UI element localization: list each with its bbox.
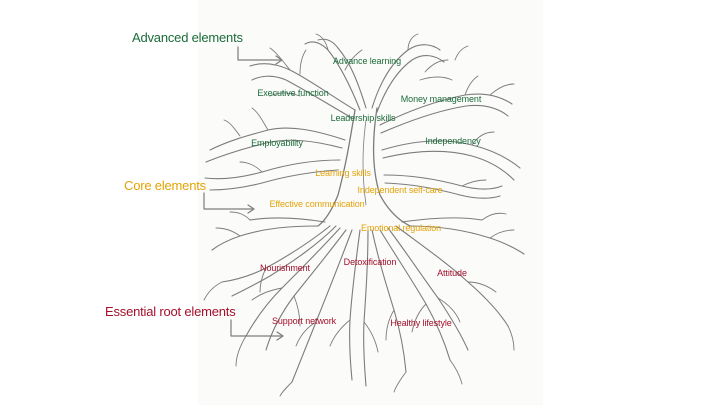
root-rootlets — [203, 211, 515, 397]
label-executive-function: Executive function — [257, 88, 329, 98]
arrow-advanced — [237, 46, 283, 65]
label-support-network: Support network — [271, 316, 337, 326]
crown-twigs — [223, 33, 515, 187]
label-healthy-lifestyle: Healthy lifestyle — [390, 318, 452, 328]
arrow-root — [230, 319, 284, 341]
trunk-outline-right — [372, 107, 411, 227]
category-label-root: Essential root elements — [105, 304, 236, 319]
root-branches — [211, 217, 525, 387]
label-money-management: Money management — [400, 94, 482, 104]
label-learning-skills: Learning skills — [315, 168, 371, 178]
label-emotional-regulation: Emotional regulation — [360, 223, 442, 233]
label-nourishment: Nourishment — [260, 263, 310, 273]
label-attitude: Attitude — [437, 268, 467, 278]
label-employability: Employability — [251, 138, 303, 148]
label-independency: Independency — [425, 136, 481, 146]
category-label-core: Core elements — [124, 178, 206, 193]
trunk-outline-left — [317, 109, 356, 227]
arrow-core — [203, 192, 255, 214]
category-label-advanced: Advanced elements — [132, 30, 243, 45]
diagram-background — [198, 0, 543, 405]
label-independent-self-care: Independent self-care — [357, 185, 443, 195]
label-leadership-skills: Leadership skills — [330, 113, 396, 123]
trunk-inner-line — [362, 119, 367, 206]
label-advance-learning: Advance learning — [333, 56, 401, 66]
label-effective-communication: Effective communication — [269, 199, 365, 209]
label-detoxification: Detoxification — [343, 257, 397, 267]
